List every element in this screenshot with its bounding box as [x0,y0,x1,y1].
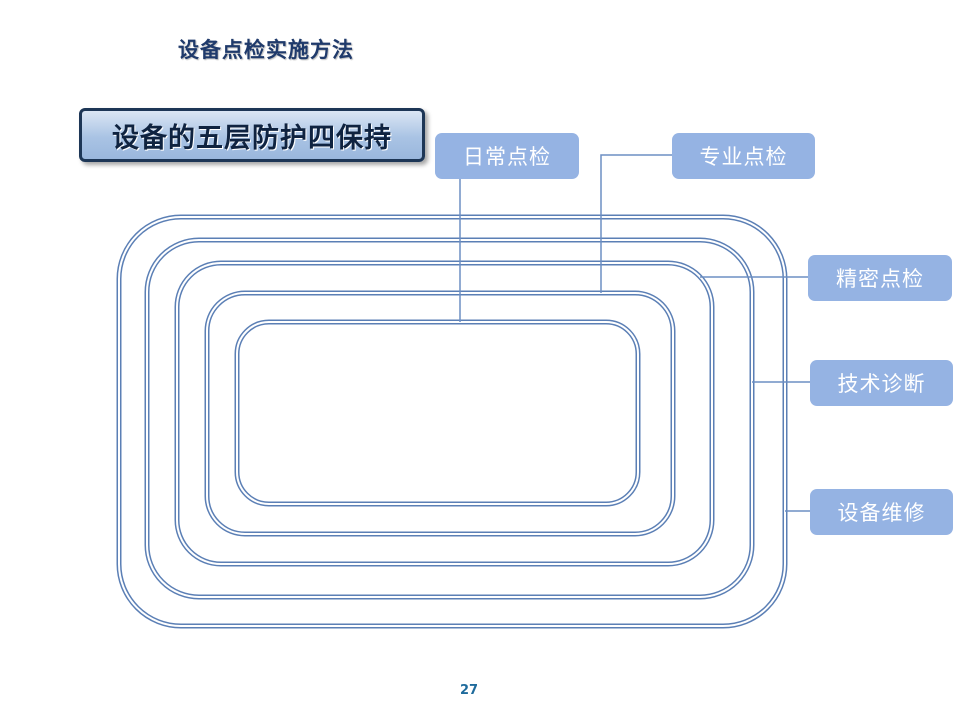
ring-inner-1 [234,319,641,507]
ring-3 [174,260,715,567]
section-banner: 设备的五层防护四保持 [79,108,425,162]
ring-4 [144,237,755,600]
slide-title: 设备点检实施方法 [178,38,354,62]
label-precision-inspection: 精密点检 [808,255,952,301]
page-number: 27 [459,683,479,698]
label-daily-inspection: 日常点检 [435,133,579,179]
label-technical-diagnosis: 技术诊断 [810,360,953,406]
connector-professional [600,154,672,293]
label-professional-inspection: 专业点检 [672,133,815,179]
label-equipment-maintenance: 设备维修 [810,489,953,535]
ring-2 [204,290,676,537]
ring-outer-5 [116,214,788,629]
